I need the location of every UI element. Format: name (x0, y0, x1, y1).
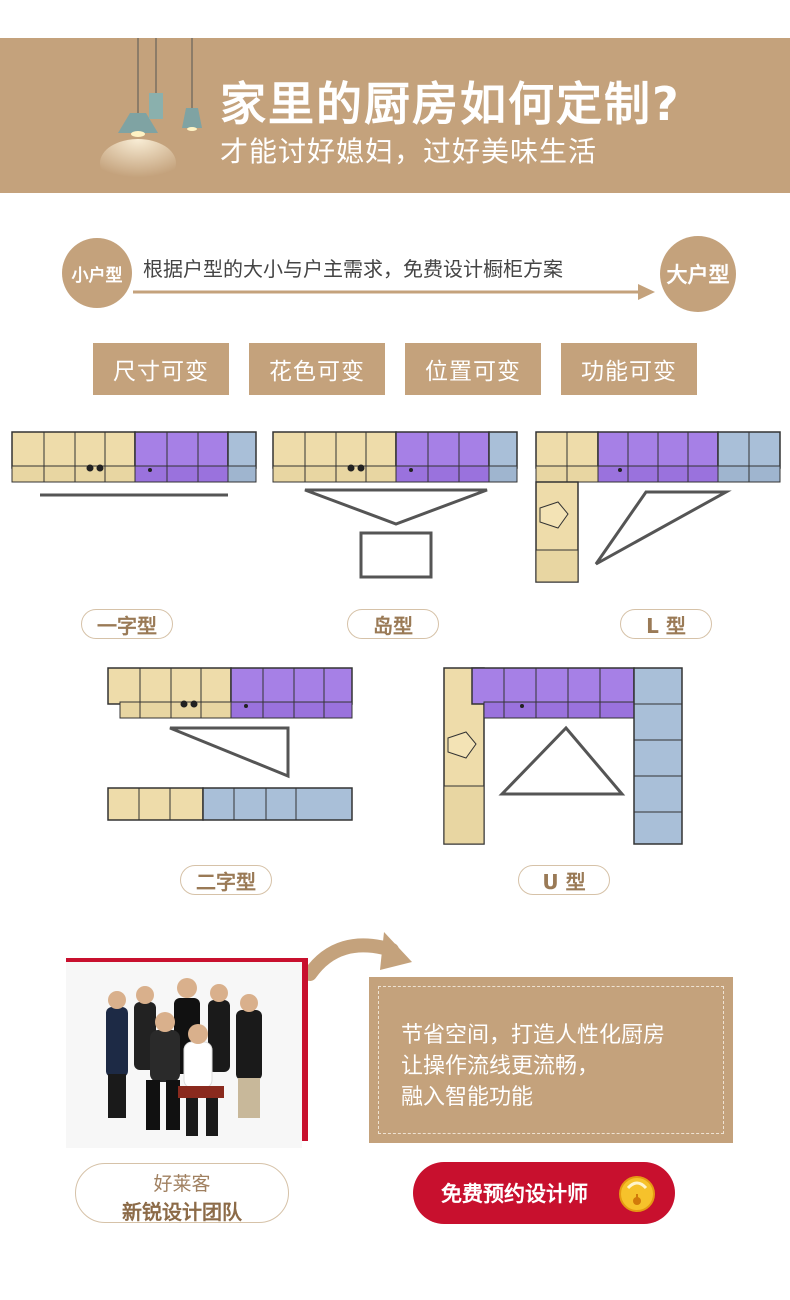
small-unit-badge: 小户型 (62, 238, 132, 308)
team-brand: 好莱客 (153, 1173, 211, 1195)
double-layout-diagram (107, 667, 353, 821)
layout-label-island: 岛型 (347, 609, 439, 639)
tag-size: 尺寸可变 (93, 343, 229, 395)
straight-layout-diagram (11, 431, 257, 497)
feature-box (369, 977, 733, 1143)
tag-color: 花色可变 (249, 343, 385, 395)
page-subtitle: 才能讨好媳妇，过好美味生活 (220, 135, 598, 168)
layout-label-l: L 型 (620, 609, 712, 639)
team-name: 新锐设计团队 (122, 1200, 242, 1224)
book-designer-button[interactable]: 免费预约设计师 (413, 1162, 675, 1224)
u-layout-diagram (443, 667, 683, 845)
photo-frame-accent (66, 958, 308, 964)
page-title: 家里的厨房如何定制? (220, 77, 681, 131)
large-unit-badge: 大户型 (660, 236, 736, 312)
layout-label-double: 二字型 (180, 865, 272, 895)
size-description: 根据户型的大小与户主需求，免费设计橱柜方案 (143, 257, 563, 281)
arrow-right-icon (133, 284, 655, 300)
tag-position: 位置可变 (405, 343, 541, 395)
bell-icon (619, 1176, 655, 1212)
curved-arrow-icon (303, 932, 412, 981)
tag-function: 功能可变 (561, 343, 697, 395)
feature-line: 让操作流线更流畅， (401, 1054, 600, 1079)
pendant-lamp-icon (100, 38, 202, 187)
team-photo (66, 962, 302, 1148)
feature-line: 节省空间，打造人性化厨房 (401, 1023, 666, 1048)
layout-label-straight: 一字型 (81, 609, 173, 639)
team-label: 好莱客 新锐设计团队 (75, 1163, 289, 1224)
feature-box-border (378, 986, 724, 1134)
feature-line: 融入智能功能 (401, 1085, 534, 1110)
l-layout-diagram (535, 431, 781, 583)
island-layout-diagram (272, 431, 518, 579)
layout-label-u: U 型 (518, 865, 610, 895)
cta-label: 免费预约设计师 (441, 1182, 588, 1206)
photo-frame-accent (302, 958, 308, 1141)
